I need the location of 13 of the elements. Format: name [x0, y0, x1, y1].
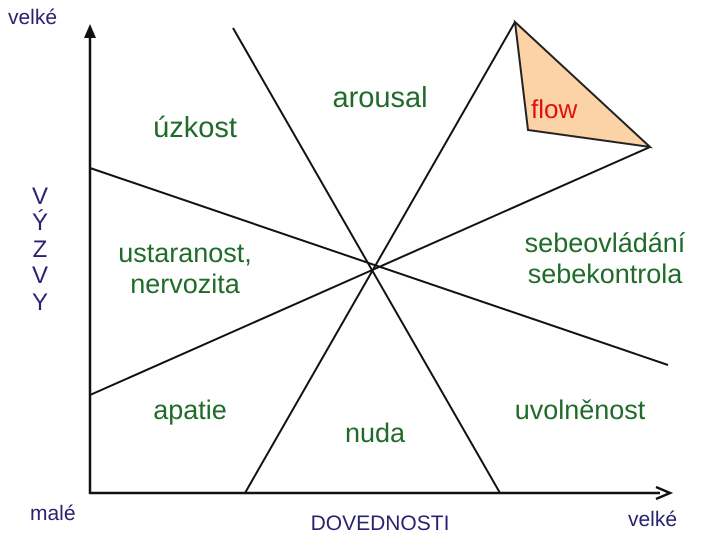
zone-label: uvolněnost: [514, 395, 646, 426]
zone-label: flow: [531, 94, 578, 125]
zone-label: ustaranost, nervozita: [117, 238, 253, 300]
zone-label: nuda: [344, 418, 406, 450]
axis-title: VÝZVY: [30, 184, 49, 316]
axis-label: DOVEDNOSTI: [310, 512, 450, 536]
axis-label: malé: [30, 502, 76, 526]
axis-label: velké: [8, 6, 58, 30]
zone-label: úzkost: [152, 112, 238, 146]
axis-label: velké: [628, 508, 678, 532]
zone-label: apatie: [152, 395, 228, 426]
zone-label: arousal: [331, 82, 429, 116]
zone-label: sebeovládání sebekontrola: [524, 228, 686, 290]
